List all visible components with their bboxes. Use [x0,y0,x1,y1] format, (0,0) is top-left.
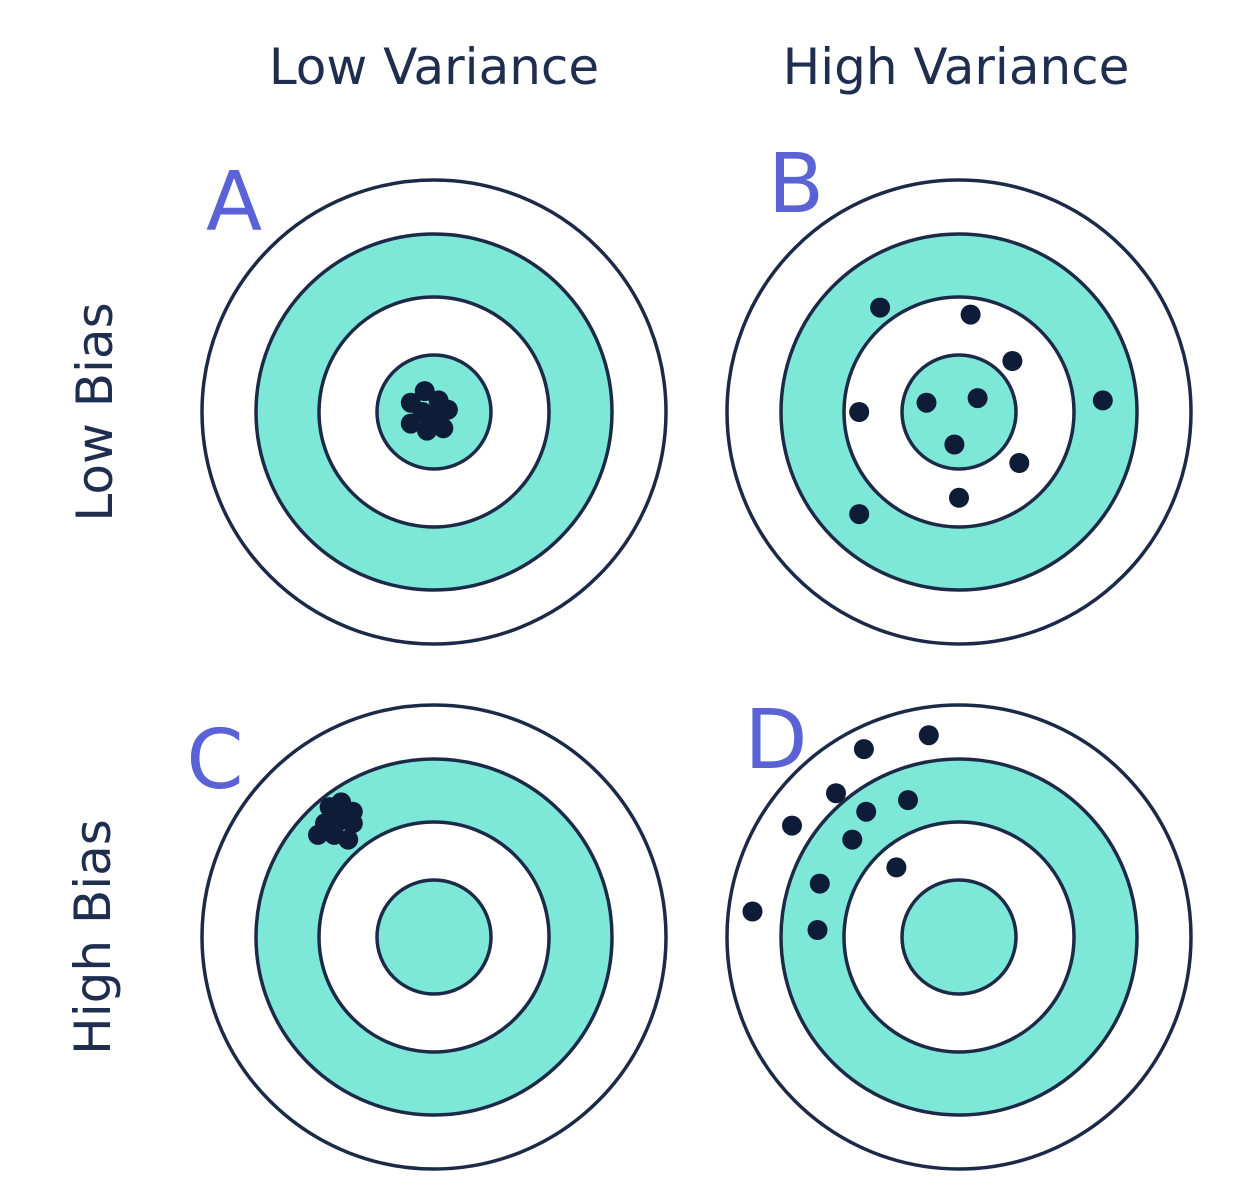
shot-dot [809,873,830,894]
panel-label-b: B [768,137,824,232]
target-bullseye [900,878,1018,996]
shot-dot [419,406,440,427]
shot-dot [842,829,863,850]
shot-dot [308,824,328,845]
panel-label-d: D [744,693,807,788]
panel-label-a: A [206,155,262,250]
target-panel-a [200,178,668,646]
shot-dot [886,857,907,878]
shot-group-c [308,792,363,850]
shot-dot [782,815,802,836]
shot-dot [1009,453,1030,473]
shot-dot [856,801,877,822]
shot-dot [1002,351,1023,371]
shot-dot [807,920,828,940]
shot-dot [742,901,763,922]
shot-group-a [400,381,458,441]
shot-group-b [849,297,1113,525]
target-panel-c [200,703,668,1171]
shot-dot [338,829,359,850]
column-header-low-variance: Low Variance [269,38,599,96]
target-panel-b [725,178,1193,646]
shot-dot [949,487,969,508]
shot-dot [849,504,870,525]
column-header-high-variance: High Variance [783,38,1130,96]
shot-dot [826,783,846,804]
shot-dot [342,813,363,834]
shot-dot [960,304,981,325]
shot-group-d [742,725,939,940]
shot-dot [918,725,939,746]
panel-label-c: C [186,713,243,808]
target-panel-d [725,703,1193,1171]
shot-dot [849,402,870,422]
shot-dot [944,434,965,455]
shot-dot [870,297,891,318]
shot-dot [1092,390,1113,411]
row-header-low-bias: Low Bias [66,302,124,521]
shot-dot [400,413,421,434]
target-bullseye [900,353,1018,471]
target-bullseye [375,878,493,996]
row-header-high-bias: High Bias [64,819,122,1055]
shot-dot [916,392,937,413]
shot-dot [898,790,918,811]
shot-dot [967,388,988,409]
shot-dot [433,418,454,439]
shot-dot [853,739,874,760]
